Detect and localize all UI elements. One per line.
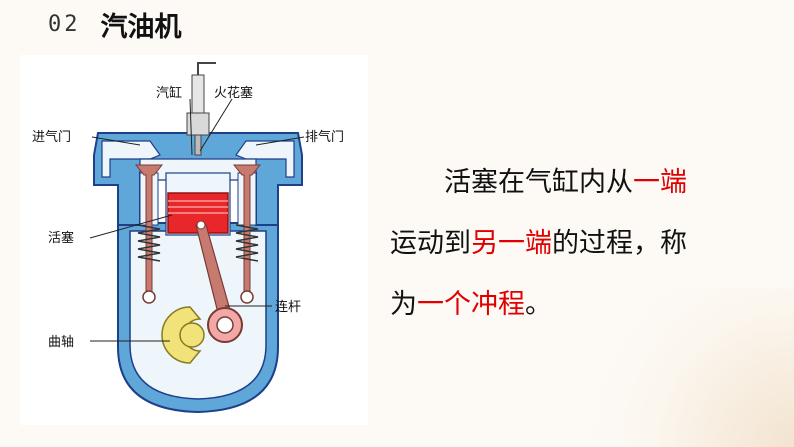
exhaust-port [235,140,295,178]
highlight-one-end: 一端 [633,167,687,198]
background-decoration [534,287,794,447]
highlight-other-end: 另一端 [471,228,552,259]
label-connecting-rod: 连杆 [275,299,301,315]
label-cylinder: 汽缸 [156,85,182,101]
crankcase-interior [129,230,267,400]
intake-port [101,140,161,178]
spark-plug-wire [197,62,216,75]
section-title: 汽油机 [100,11,182,43]
label-intake-valve: 进气门 [32,129,71,145]
highlight-stroke: 一个冲程 [417,289,525,320]
text-line-1: 活塞在气缸内从一端 [444,167,687,198]
engine-diagram: 汽缸 火花塞 进气门 排气门 活塞 连杆 曲轴 [20,55,368,425]
label-exhaust-valve: 排气门 [305,129,344,145]
section-header: 02 汽油机 [48,6,182,43]
spark-plug-tip [194,134,202,156]
spark-plug-insulator [191,74,205,114]
label-crankshaft: 曲轴 [48,335,74,350]
text-line-2: 运动到另一端的过程，称 [390,228,687,259]
exhaust-valve-spring [235,224,259,262]
label-piston: 活塞 [48,230,74,246]
intake-valve-spring [137,224,161,262]
crankshaft [179,322,205,348]
label-spark-plug: 火花塞 [214,85,253,101]
definition-text: 活塞在气缸内从一端 运动到另一端的过程，称 为一个冲程。 [390,152,770,335]
engine-diagram-svg: 汽缸 火花塞 进气门 排气门 活塞 连杆 曲轴 [32,62,344,414]
section-number: 02 [48,11,81,37]
text-line-3: 为一个冲程。 [390,289,552,320]
